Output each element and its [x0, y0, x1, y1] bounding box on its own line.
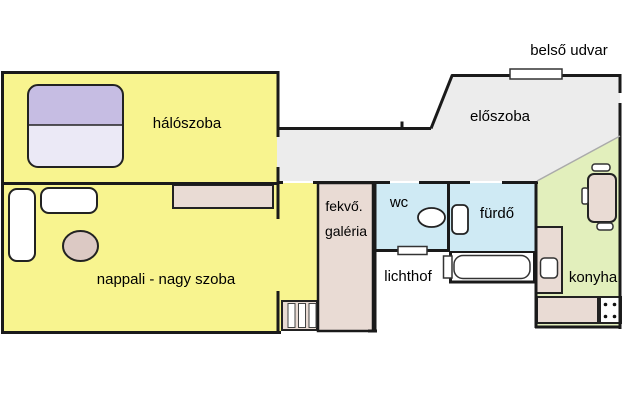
room-label-gallery-line2: galéria — [324, 223, 368, 239]
stove-burner — [612, 302, 617, 307]
kitchen-unit-icon — [535, 226, 563, 294]
coffee-table-icon — [62, 230, 99, 262]
sideboard-icon — [172, 184, 274, 209]
toilet-icon — [417, 207, 446, 228]
room-label-gallery-line1: fekvő. — [325, 198, 363, 214]
room-label-living-room: nappali - nagy szoba — [96, 271, 236, 288]
wall-diagonal — [429, 73, 454, 130]
chair-icon — [581, 187, 589, 205]
chair-icon — [591, 163, 611, 172]
bed-outline — [27, 84, 124, 168]
room-label-wc: wc — [389, 194, 409, 211]
kitchen-table-icon — [587, 173, 617, 223]
stove-burner — [603, 314, 608, 319]
window-icon — [397, 245, 428, 256]
stair-step — [308, 303, 317, 328]
label-inner-courtyard: belső udvar — [530, 42, 608, 59]
stair-step — [287, 303, 296, 328]
sink-icon — [451, 204, 469, 235]
kitchen-sink — [539, 257, 559, 279]
room-label-bathroom: fürdő — [479, 205, 515, 222]
room-label-lightwell: lichthof — [384, 268, 432, 285]
bed-icon — [27, 84, 124, 168]
bathtub-icon — [449, 251, 535, 283]
hallway-area — [277, 74, 620, 181]
bathtub-basin — [453, 254, 531, 280]
stove-burner — [612, 314, 617, 319]
bed-pillow-half — [28, 85, 123, 125]
sleeping-gallery-box — [316, 181, 375, 333]
stove-top — [599, 296, 622, 324]
kitchen-table-group — [581, 163, 617, 231]
stair-step — [298, 303, 306, 328]
stairs-icon — [281, 300, 318, 331]
sofa-horizontal-icon — [40, 187, 98, 214]
stove-burner — [603, 302, 608, 307]
window-icon — [509, 68, 563, 80]
room-label-hallway: előszoba — [469, 108, 531, 125]
window-icon — [442, 255, 453, 279]
hallway-kitchen-boundary — [536, 135, 621, 182]
room-label-bedroom: hálószoba — [152, 115, 222, 132]
sofa-vertical-icon — [8, 188, 36, 262]
wall-lightwell-left — [368, 182, 377, 333]
kitchen-counter-icon — [536, 296, 599, 324]
chair-icon — [596, 222, 614, 231]
stove-icon — [599, 296, 622, 324]
room-label-kitchen: konyha — [568, 269, 618, 286]
